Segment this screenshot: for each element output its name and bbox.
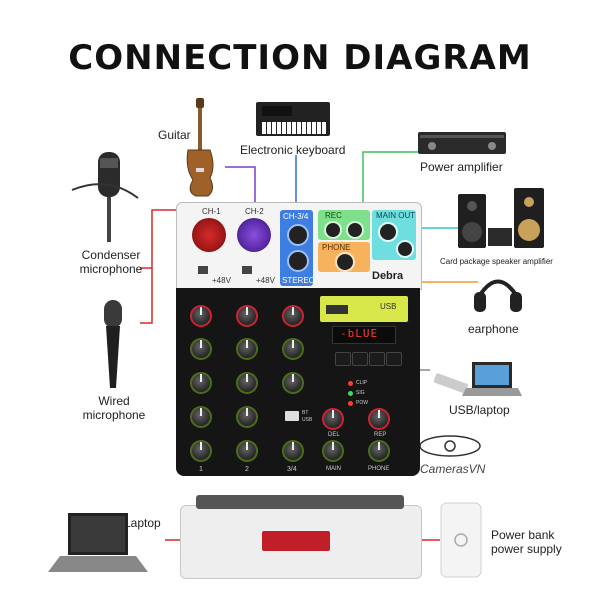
sig-led (348, 391, 353, 396)
ch34-jack-l[interactable] (287, 224, 309, 246)
pow-label: POW (356, 400, 368, 406)
label-usb-laptop: USB/laptop (449, 403, 510, 417)
ch1-phantom-switch[interactable] (198, 266, 208, 274)
ch2-hi-knob[interactable] (236, 338, 258, 360)
phone-block-label: PHONE (322, 243, 351, 252)
main-out-jack-r[interactable] (396, 240, 414, 258)
ch1-phantom: +48V (212, 276, 231, 285)
pow-led (348, 401, 353, 406)
clip-label: CLIP (356, 380, 368, 386)
ch2-eff-knob[interactable] (236, 406, 258, 428)
line-power-amp (362, 151, 418, 225)
rec-jack-r[interactable] (346, 221, 364, 239)
player-play-button[interactable] (352, 352, 368, 366)
page-title: CONNECTION DIAGRAM (68, 38, 532, 78)
rec-label: REC (325, 211, 342, 220)
phone-knob[interactable] (368, 440, 390, 462)
bt-label: BT (302, 410, 309, 416)
ch1-hi-knob[interactable] (190, 338, 212, 360)
player-mode-button[interactable] (386, 352, 402, 366)
ch2-phantom: +48V (256, 276, 275, 285)
strip-2-label: 2 (245, 466, 249, 473)
label-condenser-2: microphone (79, 262, 143, 276)
del-label: DEL (328, 432, 340, 438)
main-out-jack-l[interactable] (378, 222, 398, 242)
label-condenser-1: Condenser (81, 248, 141, 262)
ch34-block (280, 210, 313, 286)
ch2-label: CH-2 (245, 207, 264, 216)
rep-knob[interactable] (368, 408, 390, 430)
usb-bt-switch[interactable] (285, 411, 299, 421)
ch1-level-knob[interactable] (190, 440, 212, 462)
ch1-eff-knob[interactable] (190, 406, 212, 428)
label-speaker-amp: Card package speaker amplifier (440, 257, 553, 266)
rec-jack-l[interactable] (324, 221, 342, 239)
ch1-low-knob[interactable] (190, 372, 212, 394)
label-power-amp: Power amplifier (420, 160, 503, 174)
strip-1-label: 1 (199, 466, 203, 473)
ch2-phantom-switch[interactable] (242, 266, 252, 274)
ch34-jack-r[interactable] (287, 250, 309, 272)
label-wired-1: Wired (98, 394, 130, 408)
label-guitar: Guitar (158, 128, 191, 142)
phone-jack[interactable] (335, 252, 355, 272)
label-power-bank-2: power supply (491, 542, 562, 556)
mixer-back-top (196, 495, 404, 509)
player-prev-button[interactable] (335, 352, 351, 366)
usb-switch-label: USB (302, 417, 313, 423)
usb-player-label: USB (380, 302, 397, 311)
line-condenser (140, 209, 175, 324)
strip-34-label: 3/4 (287, 466, 297, 473)
ch2-low-knob[interactable] (236, 372, 258, 394)
label-power-bank-1: Power bank (491, 528, 555, 542)
ch2-gain-knob[interactable] (236, 305, 258, 327)
main-out-label: MAIN OUT (376, 211, 416, 220)
ch1-gain-knob[interactable] (190, 305, 212, 327)
rep-label: REP (374, 432, 387, 438)
watermark: CamerasVN (420, 462, 486, 476)
phone-label: PHONE (368, 466, 390, 472)
sig-label: SIG (356, 390, 365, 396)
ch2-level-knob[interactable] (236, 440, 258, 462)
ch1-label: CH-1 (202, 207, 221, 216)
ch34-hi-knob[interactable] (282, 338, 304, 360)
ch1-jack[interactable] (192, 218, 226, 252)
player-next-button[interactable] (369, 352, 385, 366)
main-label: MAIN (326, 466, 341, 472)
label-earphone: earphone (468, 322, 519, 336)
label-laptop: Laptop (124, 516, 161, 530)
stereo-label: STEREO (282, 276, 315, 285)
rear-port-panel[interactable] (262, 531, 330, 551)
usb-port[interactable] (326, 305, 348, 314)
display-text: -bLUE (340, 327, 379, 340)
display (332, 326, 396, 344)
ch34-low-knob[interactable] (282, 372, 304, 394)
label-keyboard: Electronic keyboard (240, 143, 346, 157)
ch34-level-knob[interactable] (282, 440, 304, 462)
del-knob[interactable] (322, 408, 344, 430)
brand: Debra (372, 270, 404, 282)
clip-led (348, 381, 353, 386)
main-knob[interactable] (322, 440, 344, 462)
ch34-label: CH-3/4 (283, 212, 309, 221)
label-wired-2: microphone (82, 408, 146, 422)
ch34-gain-knob[interactable] (282, 305, 304, 327)
ch2-jack[interactable] (237, 218, 271, 252)
